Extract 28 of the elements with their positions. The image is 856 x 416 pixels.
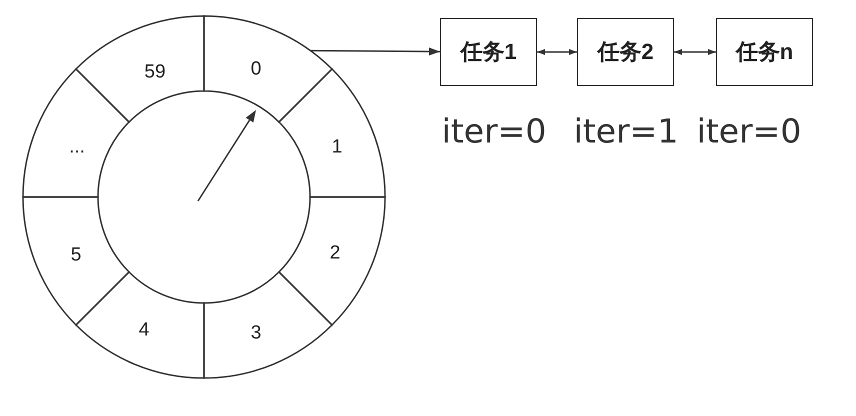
- ring-sector: [278, 196, 386, 326]
- ring-sector: [203, 270, 333, 379]
- slot-number: 2: [330, 244, 340, 262]
- node-caption: iter=0: [696, 114, 802, 148]
- slot-number: 1: [332, 137, 342, 156]
- slot-number: 4: [138, 320, 150, 340]
- ring-sector: [75, 270, 205, 379]
- task-box: [716, 18, 813, 86]
- ring-sector: [22, 196, 130, 326]
- task-box: [440, 18, 537, 86]
- node-caption: iter=1: [574, 114, 678, 148]
- double-arrow: [674, 49, 716, 55]
- slot-number: 0: [250, 60, 262, 78]
- slot-number: ...: [69, 137, 85, 156]
- ring-sector: [203, 15, 333, 124]
- double-arrow: [537, 49, 577, 55]
- task-name: 任务n: [736, 41, 794, 63]
- slot-number: 59: [144, 62, 166, 82]
- ring-sector: [22, 68, 130, 198]
- arrow: [310, 48, 440, 56]
- task-box: [577, 18, 674, 86]
- ring-sector: [278, 68, 386, 198]
- slot-number: 3: [250, 323, 262, 342]
- node-caption: iter=0: [442, 114, 546, 148]
- slot-number: 5: [70, 246, 82, 264]
- ring-sector: [75, 15, 205, 124]
- task-name: 任务1: [460, 41, 517, 63]
- task-name: 任务2: [597, 41, 654, 63]
